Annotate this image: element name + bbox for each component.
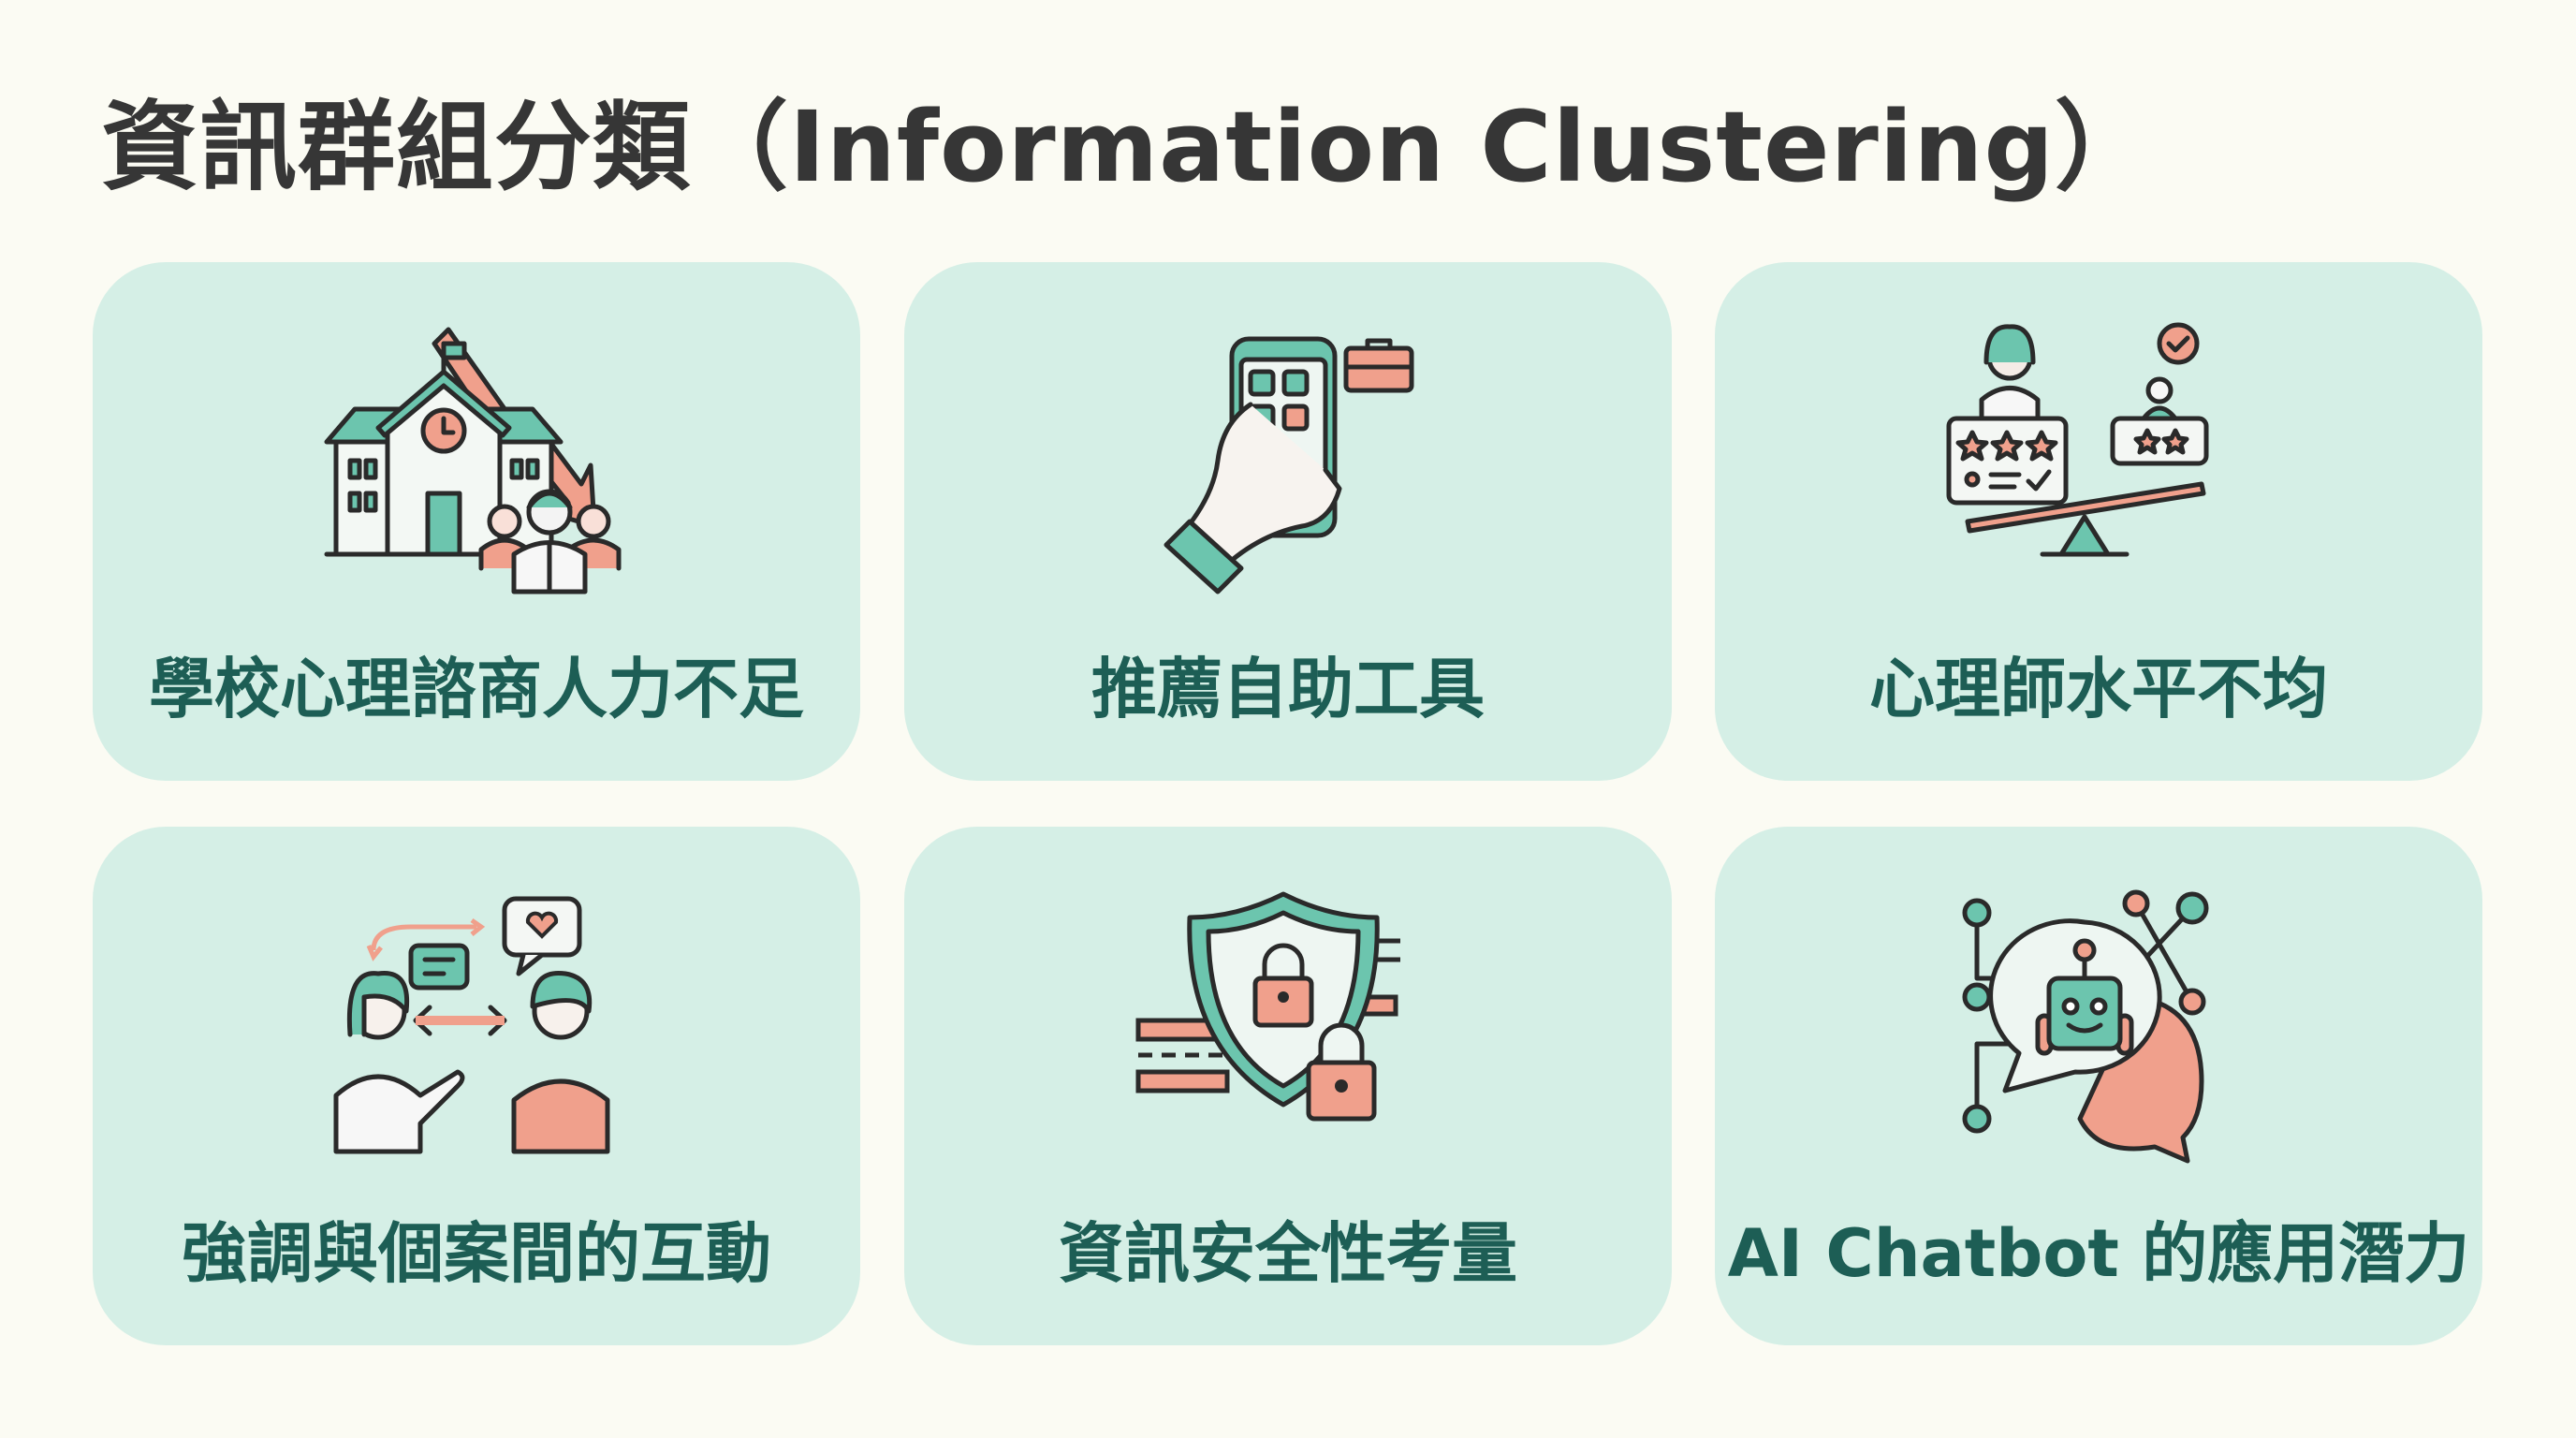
card-label: AI Chatbot 的應用潛力 — [1727, 1215, 2470, 1292]
card-label: 學校心理諮商人力不足 — [149, 651, 804, 727]
chatbot-icon — [1962, 889, 2209, 1164]
page-title: 資訊群組分類（Information Clustering） — [101, 90, 2153, 204]
security-shield-icon — [1135, 891, 1400, 1122]
card-self-help-tools: 推薦自助工具 — [904, 262, 1672, 781]
card-label: 心理師水平不均 — [1869, 651, 2328, 727]
school-decline-icon — [324, 327, 622, 594]
card-client-interaction: 強調與個案間的互動 — [93, 827, 860, 1345]
card-info-security: 資訊安全性考量 — [904, 827, 1672, 1345]
card-label: 強調與個案間的互動 — [182, 1215, 771, 1292]
interaction-icon — [333, 896, 610, 1154]
card-counselor-shortage: 學校心理諮商人力不足 — [93, 262, 860, 781]
card-label: 推薦自助工具 — [1091, 651, 1485, 727]
card-ai-chatbot: AI Chatbot 的應用潛力 — [1715, 827, 2482, 1345]
card-label: 資訊安全性考量 — [1059, 1215, 1517, 1292]
rating-balance-icon — [1946, 322, 2209, 557]
card-therapist-quality: 心理師水平不均 — [1715, 262, 2482, 781]
phone-app-icon — [1164, 336, 1414, 594]
